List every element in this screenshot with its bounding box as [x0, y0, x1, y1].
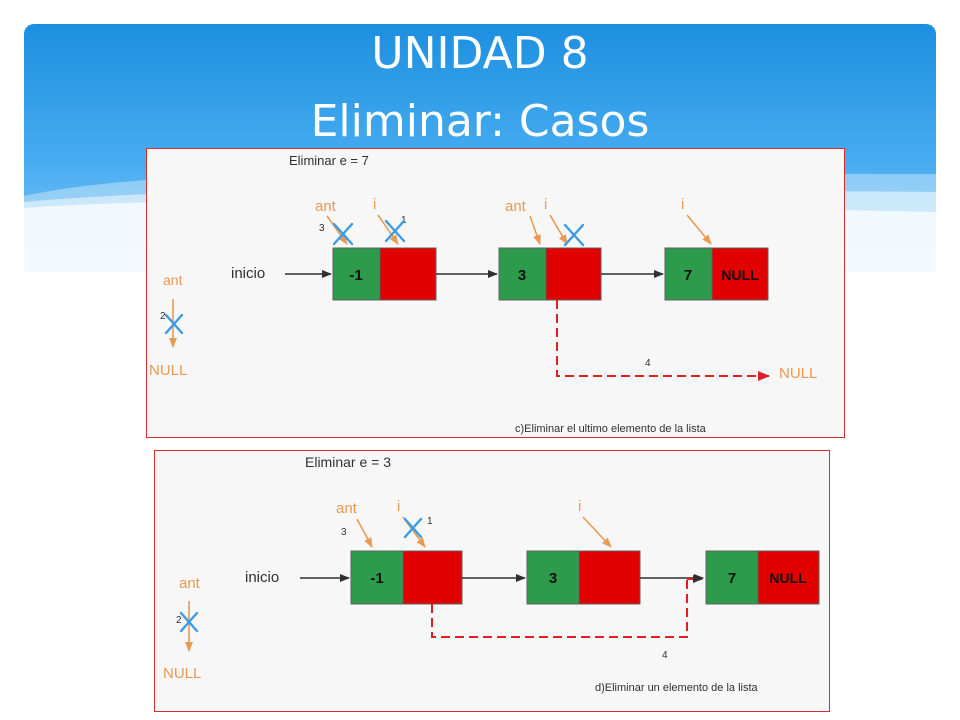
- inicio-label: inicio: [245, 569, 279, 586]
- node-value: -1: [349, 267, 362, 284]
- step-label: 3: [341, 527, 347, 538]
- diagram-d: Eliminar e = 3 ant 2 NULL inicio -1: [163, 454, 820, 694]
- dashed-bypass-arrow: [431, 579, 688, 638]
- i-arrow: [549, 214, 568, 245]
- side-ant-label: ant: [163, 272, 183, 288]
- i-arrow: [582, 516, 612, 548]
- cross-icon: [332, 222, 354, 246]
- diagram-c: Eliminar e = 7 ant 2 NULL inicio -1: [149, 153, 817, 435]
- side-ant-label: ant: [179, 575, 201, 592]
- node-value: 3: [518, 267, 526, 284]
- list-node: -1: [350, 550, 463, 605]
- list-node: 3: [526, 550, 641, 605]
- side-step-label: 2: [160, 311, 166, 322]
- list-node: -1: [332, 247, 437, 301]
- node-value: 3: [549, 570, 557, 587]
- cross-icon: [403, 517, 423, 539]
- step-label: 1: [427, 516, 433, 527]
- null-target-label: NULL: [779, 365, 817, 382]
- node-value: 7: [684, 267, 692, 284]
- ant-label: ant: [336, 500, 358, 517]
- node-next-value: NULL: [769, 570, 807, 586]
- side-null-label: NULL: [163, 665, 201, 682]
- step-label: 4: [645, 358, 651, 369]
- i-label: i: [578, 498, 581, 515]
- list-node: 7 NULL: [705, 550, 820, 605]
- i-label: i: [544, 196, 547, 213]
- i-label: i: [397, 498, 400, 515]
- side-step-label: 2: [176, 615, 182, 626]
- i-arrow: [377, 214, 399, 245]
- cross-icon: [384, 219, 406, 243]
- node-value: -1: [370, 570, 383, 587]
- list-node: 3: [498, 247, 602, 301]
- slide-title: UNIDAD 8: [371, 28, 589, 79]
- i-label: i: [681, 196, 684, 213]
- cross-icon: [164, 313, 184, 335]
- dashed-null-arrow: [556, 300, 770, 381]
- i-label: i: [373, 196, 376, 213]
- inicio-label: inicio: [231, 265, 265, 282]
- diagram-d-heading: Eliminar e = 3: [305, 454, 391, 470]
- cross-icon: [563, 223, 585, 247]
- side-null-label: NULL: [149, 362, 187, 379]
- ant-arrow: [356, 518, 373, 548]
- diagram-c-caption: c)Eliminar el ultimo elemento de la list…: [515, 423, 707, 435]
- i-arrow: [686, 214, 712, 245]
- ant-label: ant: [505, 198, 527, 215]
- diagram-d-panel: Eliminar e = 3 ant 2 NULL inicio -1: [154, 450, 830, 712]
- step-label: 4: [662, 650, 668, 661]
- node-value: 7: [728, 570, 736, 587]
- ant-label: ant: [315, 198, 337, 215]
- ant-arrow: [529, 215, 541, 245]
- diagram-c-panel: Eliminar e = 7 ant 2 NULL inicio -1: [146, 148, 845, 438]
- diagram-c-heading: Eliminar e = 7: [289, 153, 369, 168]
- node-next-value: NULL: [721, 267, 759, 283]
- ant-arrow: [326, 215, 348, 245]
- step-label: 3: [319, 223, 325, 234]
- diagram-d-caption: d)Eliminar un elemento de la lista: [595, 682, 759, 694]
- cross-icon: [179, 611, 199, 633]
- list-node: 7 NULL: [664, 247, 769, 301]
- slide-subtitle: Eliminar: Casos: [310, 96, 650, 147]
